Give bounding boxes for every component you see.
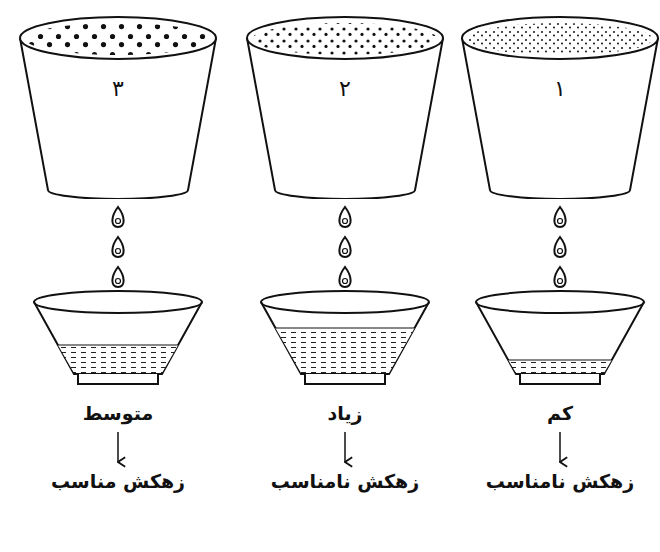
- drainage-verdict: زهکش نامناسب: [486, 470, 634, 492]
- water-drop: [112, 267, 123, 287]
- collected-water: [508, 360, 612, 373]
- water-drop: [112, 237, 123, 257]
- collected-water: [275, 328, 414, 373]
- water-drop: [112, 207, 123, 227]
- pot-outline: [460, 14, 660, 199]
- water-drop: [343, 219, 348, 224]
- water-drop: [343, 249, 348, 254]
- collecting-bowl: [34, 291, 202, 384]
- water-drop: [558, 249, 563, 254]
- collecting-bowl: [261, 291, 429, 384]
- water-drop: [339, 237, 350, 257]
- drainage-verdict: زهکش مناسب: [51, 470, 185, 492]
- water-drop: [558, 279, 563, 284]
- pot-number: ۳: [112, 76, 124, 101]
- collected-water: [58, 345, 178, 373]
- flow-amount: کم: [547, 402, 573, 424]
- water-drop: [554, 237, 565, 257]
- down-arrow: [559, 432, 561, 462]
- water-drop: [558, 219, 563, 224]
- down-arrow: [344, 432, 346, 462]
- water-drop: [116, 279, 121, 284]
- drainage-verdict: زهکش نامناسب: [271, 470, 419, 492]
- water-drop: [554, 207, 565, 227]
- pot-number: ۲: [339, 76, 351, 101]
- down-arrow: [117, 432, 119, 462]
- collecting-bowl: [476, 291, 644, 384]
- pot-number: ۱: [554, 76, 566, 101]
- soil-pot: ۳: [18, 14, 218, 199]
- soil-pot: ۲: [245, 14, 445, 199]
- water-drop: [116, 219, 121, 224]
- flow-amount: زیاد: [328, 402, 363, 424]
- flow-amount: متوسط: [83, 402, 153, 424]
- water-drop: [339, 267, 350, 287]
- water-drop: [116, 249, 121, 254]
- water-drop: [343, 279, 348, 284]
- pot-outline: [18, 14, 218, 199]
- soil-pot: ۱: [460, 14, 660, 199]
- water-drop: [339, 207, 350, 227]
- pot-outline: [245, 14, 445, 199]
- water-drop: [554, 267, 565, 287]
